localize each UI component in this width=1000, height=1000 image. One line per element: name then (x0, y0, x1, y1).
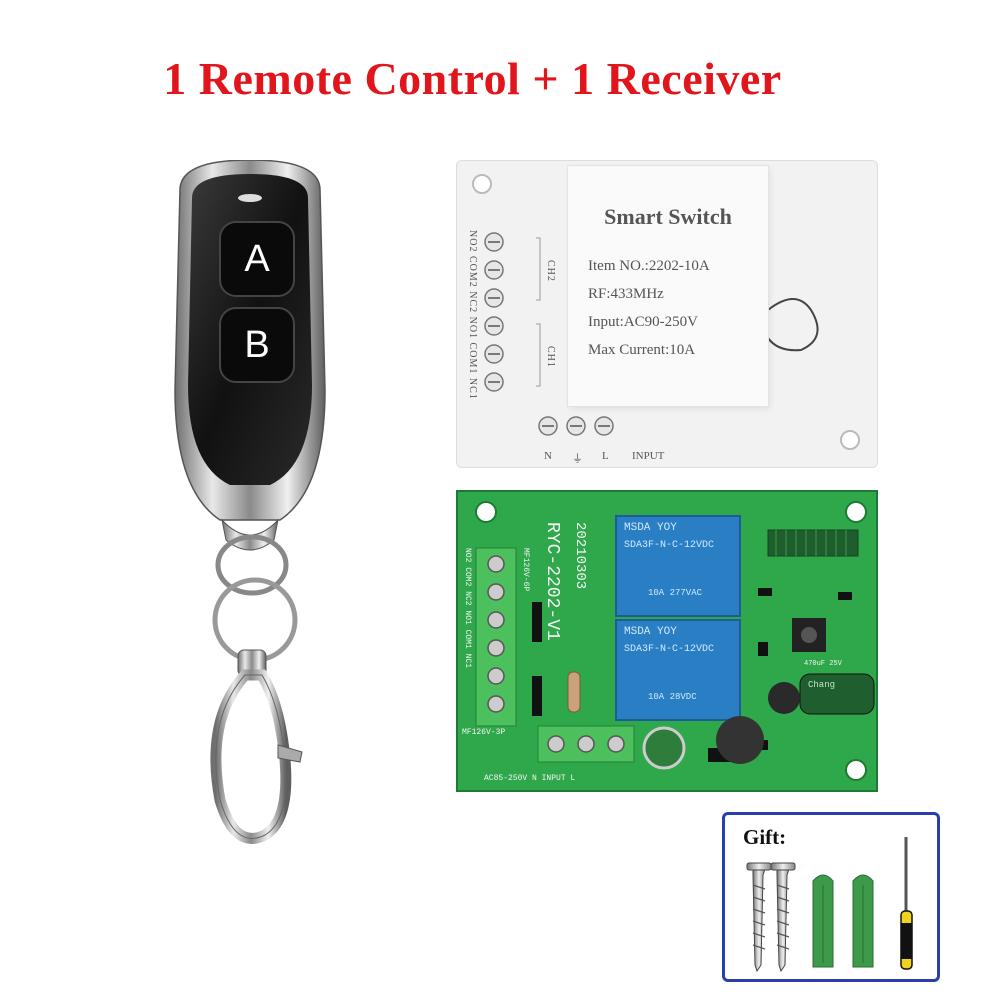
spec-input: Input:AC90-250V (588, 314, 698, 330)
screw-icon (770, 862, 796, 973)
enclosure-label-cover: Smart Switch Item NO.:2202-10A RF:433MHz… (568, 166, 768, 406)
relay-brand-1: MSDA YOY (624, 522, 677, 534)
pcb-capacitor-brand: Chang (808, 680, 836, 690)
enclosure-brand: Smart Switch (604, 204, 732, 229)
enclosure-details (472, 174, 860, 450)
spec-rf: RF:433MHz (588, 286, 664, 302)
gift-box: Gift: (722, 812, 940, 982)
pcb-input-label: AC85-250V N INPUT L (484, 774, 576, 783)
remote-button-b[interactable]: B (244, 324, 270, 366)
relay-rating-2: 10A 28VDC (648, 692, 697, 702)
screw-icon (746, 862, 772, 973)
pcb-date: 20210303 (572, 522, 588, 590)
pcb-terminal-labels: NO2 COM2 NC2 NO1 COM1 NC1 (463, 548, 472, 669)
enclosure-label-ground: ⏚ (572, 453, 583, 465)
relay-brand-2: MSDA YOY (624, 626, 677, 638)
pcb-capacitor: 470uF 25V (804, 660, 842, 668)
enclosure-label-n: N (544, 450, 552, 462)
pcb-components (475, 501, 875, 781)
pcb-model: RYC-2202-V1 (542, 522, 562, 641)
enclosure-ch2-label: CH2 (545, 260, 556, 282)
remote-button-a[interactable]: A (244, 238, 270, 280)
receiver-enclosure: Smart Switch Item NO.:2202-10A RF:433MHz… (456, 160, 878, 468)
gift-label: Gift: (743, 825, 787, 849)
page-title: 1 Remote Control + 1 Receiver (163, 53, 782, 104)
relay-rating-1: 10A 277VAC (648, 588, 703, 598)
pcb-connector-top: MF126V-6P (521, 548, 530, 592)
spec-max-current: Max Current:10A (588, 342, 696, 358)
enclosure-terminal-labels: NO2 COM2 NC2 NO1 COM1 NC1 (467, 230, 478, 400)
spec-item-no: Item NO.:2202-10A (588, 258, 710, 274)
gift-items (746, 837, 913, 973)
remote-control-illustration (174, 160, 326, 844)
relay-model-2: SDA3F-N-C-12VDC (624, 644, 715, 655)
enclosure-ch1-label: CH1 (545, 346, 556, 368)
receiver-pcb: RYC-2202-V1 20210303 MSDA YOY SDA3F-N-C-… (456, 490, 878, 792)
remote-control: A B (150, 160, 350, 850)
enclosure-label-input: INPUT (632, 450, 665, 462)
enclosure-label-l: L (602, 450, 609, 462)
relay-model-1: SDA3F-N-C-12VDC (624, 540, 715, 551)
pcb-connector-bottom: MF126V-3P (462, 728, 506, 737)
